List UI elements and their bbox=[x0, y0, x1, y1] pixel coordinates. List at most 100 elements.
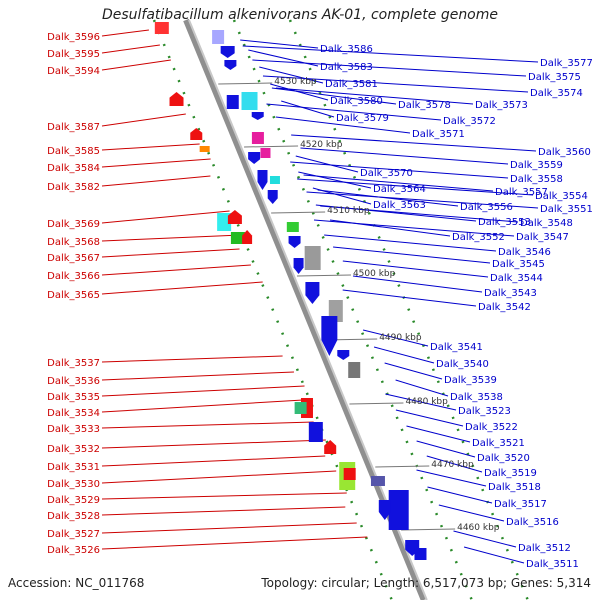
gene-label: Dalk_3577 bbox=[540, 58, 593, 69]
leader-line bbox=[101, 492, 347, 500]
leader-line bbox=[101, 113, 186, 127]
leader-line bbox=[438, 504, 505, 522]
leader-line bbox=[295, 155, 359, 173]
gene-label: Dalk_3532 bbox=[47, 444, 100, 455]
leader-line bbox=[101, 371, 294, 381]
gene-label: Dalk_3512 bbox=[518, 543, 571, 554]
leader-line bbox=[463, 546, 525, 564]
leader-line bbox=[101, 264, 251, 276]
gene-arrow bbox=[324, 440, 337, 454]
leader-line bbox=[416, 469, 487, 487]
leader-line bbox=[384, 362, 443, 380]
gene-label: Dalk_3531 bbox=[47, 462, 100, 473]
leader-line bbox=[324, 234, 497, 252]
leader-line bbox=[453, 530, 517, 548]
gene-label: Dalk_3544 bbox=[490, 273, 543, 284]
gene-label: Dalk_3542 bbox=[478, 302, 531, 313]
leader-line bbox=[300, 147, 509, 165]
gene-label: Dalk_3551 bbox=[540, 204, 593, 215]
gene-label: Dalk_3587 bbox=[47, 122, 100, 133]
kbp-marker: 4510 kbp bbox=[327, 206, 370, 216]
leader-line bbox=[416, 440, 476, 458]
leader-line bbox=[342, 289, 477, 307]
gene-label: Dalk_3523 bbox=[458, 406, 511, 417]
gene-label: Dalk_3594 bbox=[47, 66, 100, 77]
gene-label: Dalk_3519 bbox=[484, 468, 537, 479]
gene-label: Dalk_3571 bbox=[412, 129, 465, 140]
leader-line bbox=[271, 87, 397, 105]
gene-block bbox=[260, 148, 271, 158]
accession-text: Accession: NC_011768 bbox=[8, 576, 145, 590]
leader-line bbox=[342, 260, 489, 278]
leader-line bbox=[259, 66, 324, 84]
leader-line bbox=[333, 246, 491, 264]
gene-label: Dalk_3569 bbox=[47, 219, 100, 230]
kbp-marker: 4460 kbp bbox=[457, 523, 500, 533]
gene-arrow bbox=[321, 316, 338, 356]
gene-label: Dalk_3520 bbox=[477, 453, 530, 464]
gene-arrow bbox=[224, 60, 237, 70]
gene-block bbox=[269, 176, 280, 184]
gene-label: Dalk_3564 bbox=[373, 184, 426, 195]
kbp-marker: 4520 kbp bbox=[300, 140, 343, 150]
gene-block bbox=[154, 22, 169, 34]
gene-label: Dalk_3540 bbox=[436, 359, 489, 370]
gene-label: Dalk_3522 bbox=[465, 422, 518, 433]
gene-label: Dalk_3581 bbox=[325, 79, 378, 90]
gene-label: Dalk_3570 bbox=[360, 168, 413, 179]
gene-label: Dalk_3558 bbox=[510, 174, 563, 185]
leader-line bbox=[427, 486, 493, 504]
gene-label: Dalk_3518 bbox=[488, 482, 541, 493]
gene-label: Dalk_3556 bbox=[460, 202, 513, 213]
gene-block bbox=[308, 422, 323, 442]
gene-arrow bbox=[227, 210, 242, 224]
gene-label: Dalk_3554 bbox=[535, 191, 588, 202]
gene-label: Dalk_3533 bbox=[47, 424, 100, 435]
leader-line bbox=[101, 175, 211, 187]
gene-block bbox=[230, 232, 245, 244]
leader-line bbox=[320, 205, 519, 223]
gene-label: Dalk_3572 bbox=[443, 116, 496, 127]
gene-label: Dalk_3539 bbox=[444, 375, 497, 386]
leader-line bbox=[362, 329, 429, 347]
leader-line bbox=[101, 355, 283, 363]
gene-label: Dalk_3565 bbox=[47, 290, 100, 301]
gene-label: Dalk_3552 bbox=[452, 232, 505, 243]
gene-arrow bbox=[267, 190, 278, 204]
leader-line bbox=[252, 59, 527, 77]
gene-label: Dalk_3511 bbox=[526, 559, 579, 570]
leader-line bbox=[281, 100, 335, 118]
leader-line bbox=[262, 75, 529, 93]
gene-block bbox=[217, 213, 232, 231]
leader-line bbox=[101, 210, 230, 224]
gene-label: Dalk_3560 bbox=[538, 147, 591, 158]
gene-block bbox=[251, 132, 264, 144]
leader-line bbox=[101, 439, 326, 449]
leader-line bbox=[101, 143, 200, 151]
leader-line bbox=[352, 275, 483, 293]
leader-line bbox=[101, 522, 357, 534]
leader-line bbox=[101, 536, 368, 550]
leader-line bbox=[266, 103, 442, 121]
gene-block bbox=[294, 402, 307, 414]
gene-block bbox=[286, 222, 299, 232]
gene-label: Dalk_3530 bbox=[47, 479, 100, 490]
gene-label: Dalk_3517 bbox=[494, 499, 547, 510]
gene-label: Dalk_3538 bbox=[450, 392, 503, 403]
gene-label: Dalk_3578 bbox=[398, 100, 451, 111]
gene-label: Dalk_3563 bbox=[373, 200, 426, 211]
gene-label: Dalk_3579 bbox=[336, 113, 389, 124]
gene-block bbox=[212, 30, 225, 44]
leader-line bbox=[101, 421, 314, 429]
gene-arrow bbox=[251, 112, 264, 120]
leader-line bbox=[313, 219, 515, 237]
gene-block bbox=[241, 92, 258, 110]
gene-arrow bbox=[257, 170, 268, 190]
gene-label: Dalk_3568 bbox=[47, 237, 100, 248]
kbp-tick bbox=[375, 465, 430, 468]
leader-line bbox=[385, 393, 457, 411]
leader-line bbox=[406, 425, 471, 443]
leader-line bbox=[101, 470, 337, 484]
gene-label: Dalk_3516 bbox=[506, 517, 559, 528]
kbp-marker: 4500 kbp bbox=[353, 269, 396, 279]
